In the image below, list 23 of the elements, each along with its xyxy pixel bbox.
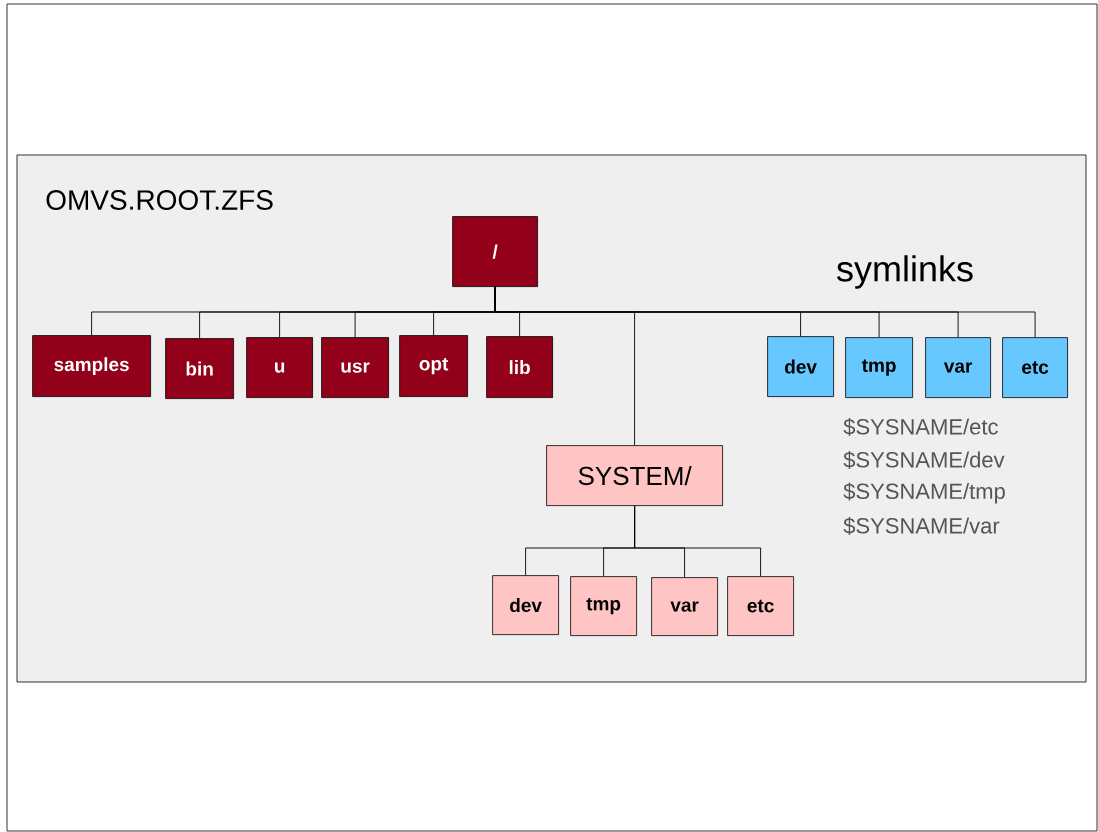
folder-box: tmp (570, 576, 637, 636)
symlink-box: var (925, 337, 991, 398)
folder-box: dev (492, 575, 559, 635)
symlink-box: etc (1002, 337, 1068, 398)
symlink-box: dev (767, 336, 834, 397)
heading: symlinks (837, 255, 973, 289)
symlink-box: tmp (845, 337, 913, 398)
panel-title: OMVS.ROOT.ZFS (46, 190, 273, 210)
path-text: $SYSNAME/var (843, 517, 1000, 535)
connector-line (634, 505, 762, 577)
folder-box: samples (32, 335, 151, 397)
folder-box: var (651, 577, 718, 636)
folder-box: bin (165, 338, 234, 399)
path-text: $SYSNAME/dev (843, 451, 1005, 469)
folder-box: opt (399, 335, 468, 397)
folder-box: etc (727, 576, 794, 636)
folder-box: SYSTEM/ (546, 445, 723, 506)
folder-box: usr (321, 337, 389, 398)
folder-box: u (246, 337, 313, 398)
path-text: $SYSNAME/etc (843, 418, 998, 436)
path-text: $SYSNAME/tmp (843, 482, 1005, 504)
folder-box: lib (486, 336, 553, 398)
folder-box: / (452, 216, 538, 287)
